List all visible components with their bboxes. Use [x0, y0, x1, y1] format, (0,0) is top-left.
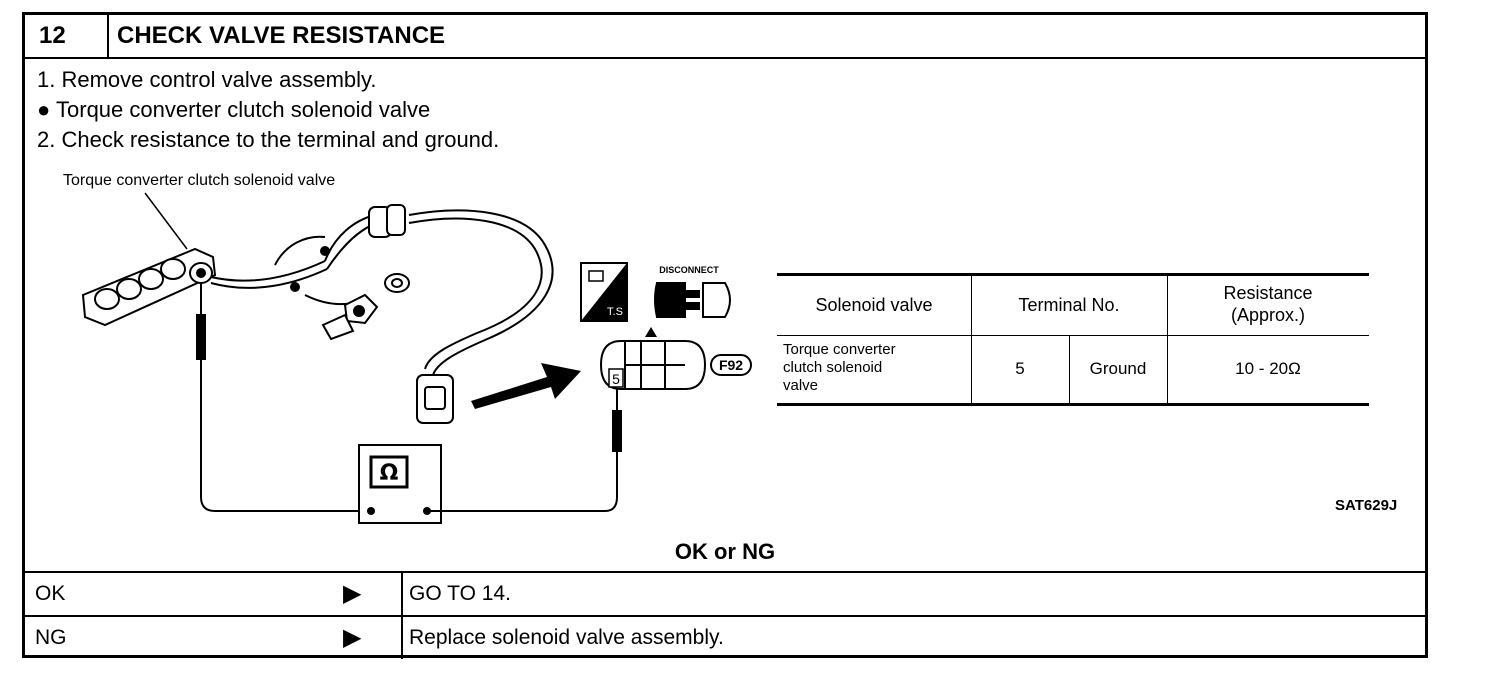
ng-action: Replace solenoid valve assembly. — [409, 626, 724, 649]
header-resistance: Resistance — [1223, 283, 1313, 303]
connector-key-arrow — [645, 327, 657, 337]
harness-clips — [290, 204, 410, 341]
ok-label: OK — [35, 582, 66, 605]
cell-valve-line2: clutch solenoid — [783, 359, 883, 376]
ok-action: GO TO 14. — [409, 582, 511, 605]
resistance-spec-table: Solenoid valve Terminal No. Resistance (… — [777, 273, 1369, 409]
header-terminal-no: Terminal No. — [1018, 295, 1120, 315]
table-top-rule — [777, 273, 1369, 276]
cell-valve-line3: valve — [783, 377, 819, 394]
header-approx: (Approx.) — [1230, 305, 1306, 325]
probe-right — [427, 389, 622, 512]
cell-ground: Ground — [1089, 359, 1147, 378]
row-divider — [401, 617, 403, 659]
ng-label: NG — [35, 626, 67, 649]
step-header: 12 CHECK VALVE RESISTANCE — [25, 15, 1425, 59]
result-row-ng: NG ▶ Replace solenoid valve assembly. — [25, 615, 1425, 659]
ohm-symbol: Ω — [380, 461, 399, 486]
figure-code: SAT629J — [1335, 497, 1398, 514]
connector-pin-label: 5 — [612, 371, 620, 387]
cell-terminal: 5 — [1015, 359, 1025, 378]
table-col-divider — [971, 276, 972, 403]
connector-code: F92 — [719, 357, 743, 373]
label-leader-line — [144, 192, 188, 250]
ts-icon-label: T.S — [607, 306, 623, 318]
procedure-frame: 12 CHECK VALVE RESISTANCE 1. Remove cont… — [22, 12, 1428, 659]
arrow-icon: ▶ — [343, 580, 362, 607]
probe-left — [196, 283, 371, 512]
solenoid-valve-body — [81, 247, 217, 327]
step-number: 12 — [25, 15, 109, 57]
instruction-2: ● Torque converter clutch solenoid valve — [37, 97, 431, 122]
wiring-diagram: Ω 5 F92 T.S DISCONNECT — [81, 192, 752, 524]
ts-icon — [580, 262, 628, 322]
instruction-1: 1. Remove control valve assembly. — [37, 67, 377, 92]
step-title: CHECK VALVE RESISTANCE — [117, 22, 446, 49]
result-row-ok: OK ▶ GO TO 14. — [25, 571, 1425, 615]
harness-connector — [416, 374, 454, 424]
direction-arrow — [471, 363, 581, 409]
ok-or-ng-title: OK or NG — [674, 539, 776, 564]
row-divider — [401, 573, 403, 615]
table-bottom-rule — [777, 403, 1369, 406]
instruction-3: 2. Check resistance to the terminal and … — [37, 127, 500, 152]
arrow-icon: ▶ — [343, 624, 362, 651]
cell-valve-line1: Torque converter — [783, 341, 896, 358]
table-col-divider — [1167, 276, 1168, 403]
table-col-divider — [1069, 336, 1070, 403]
connector-code-badge — [710, 354, 752, 376]
component-label: Torque converter clutch solenoid valve — [63, 172, 336, 189]
disconnect-label: DISCONNECT — [659, 265, 719, 275]
table-header-rule — [777, 335, 1369, 336]
connector-face — [599, 340, 707, 390]
header-solenoid-valve: Solenoid valve — [815, 295, 933, 315]
disconnect-icon — [654, 282, 731, 318]
cell-resistance: 10 - 20Ω — [1235, 359, 1301, 378]
